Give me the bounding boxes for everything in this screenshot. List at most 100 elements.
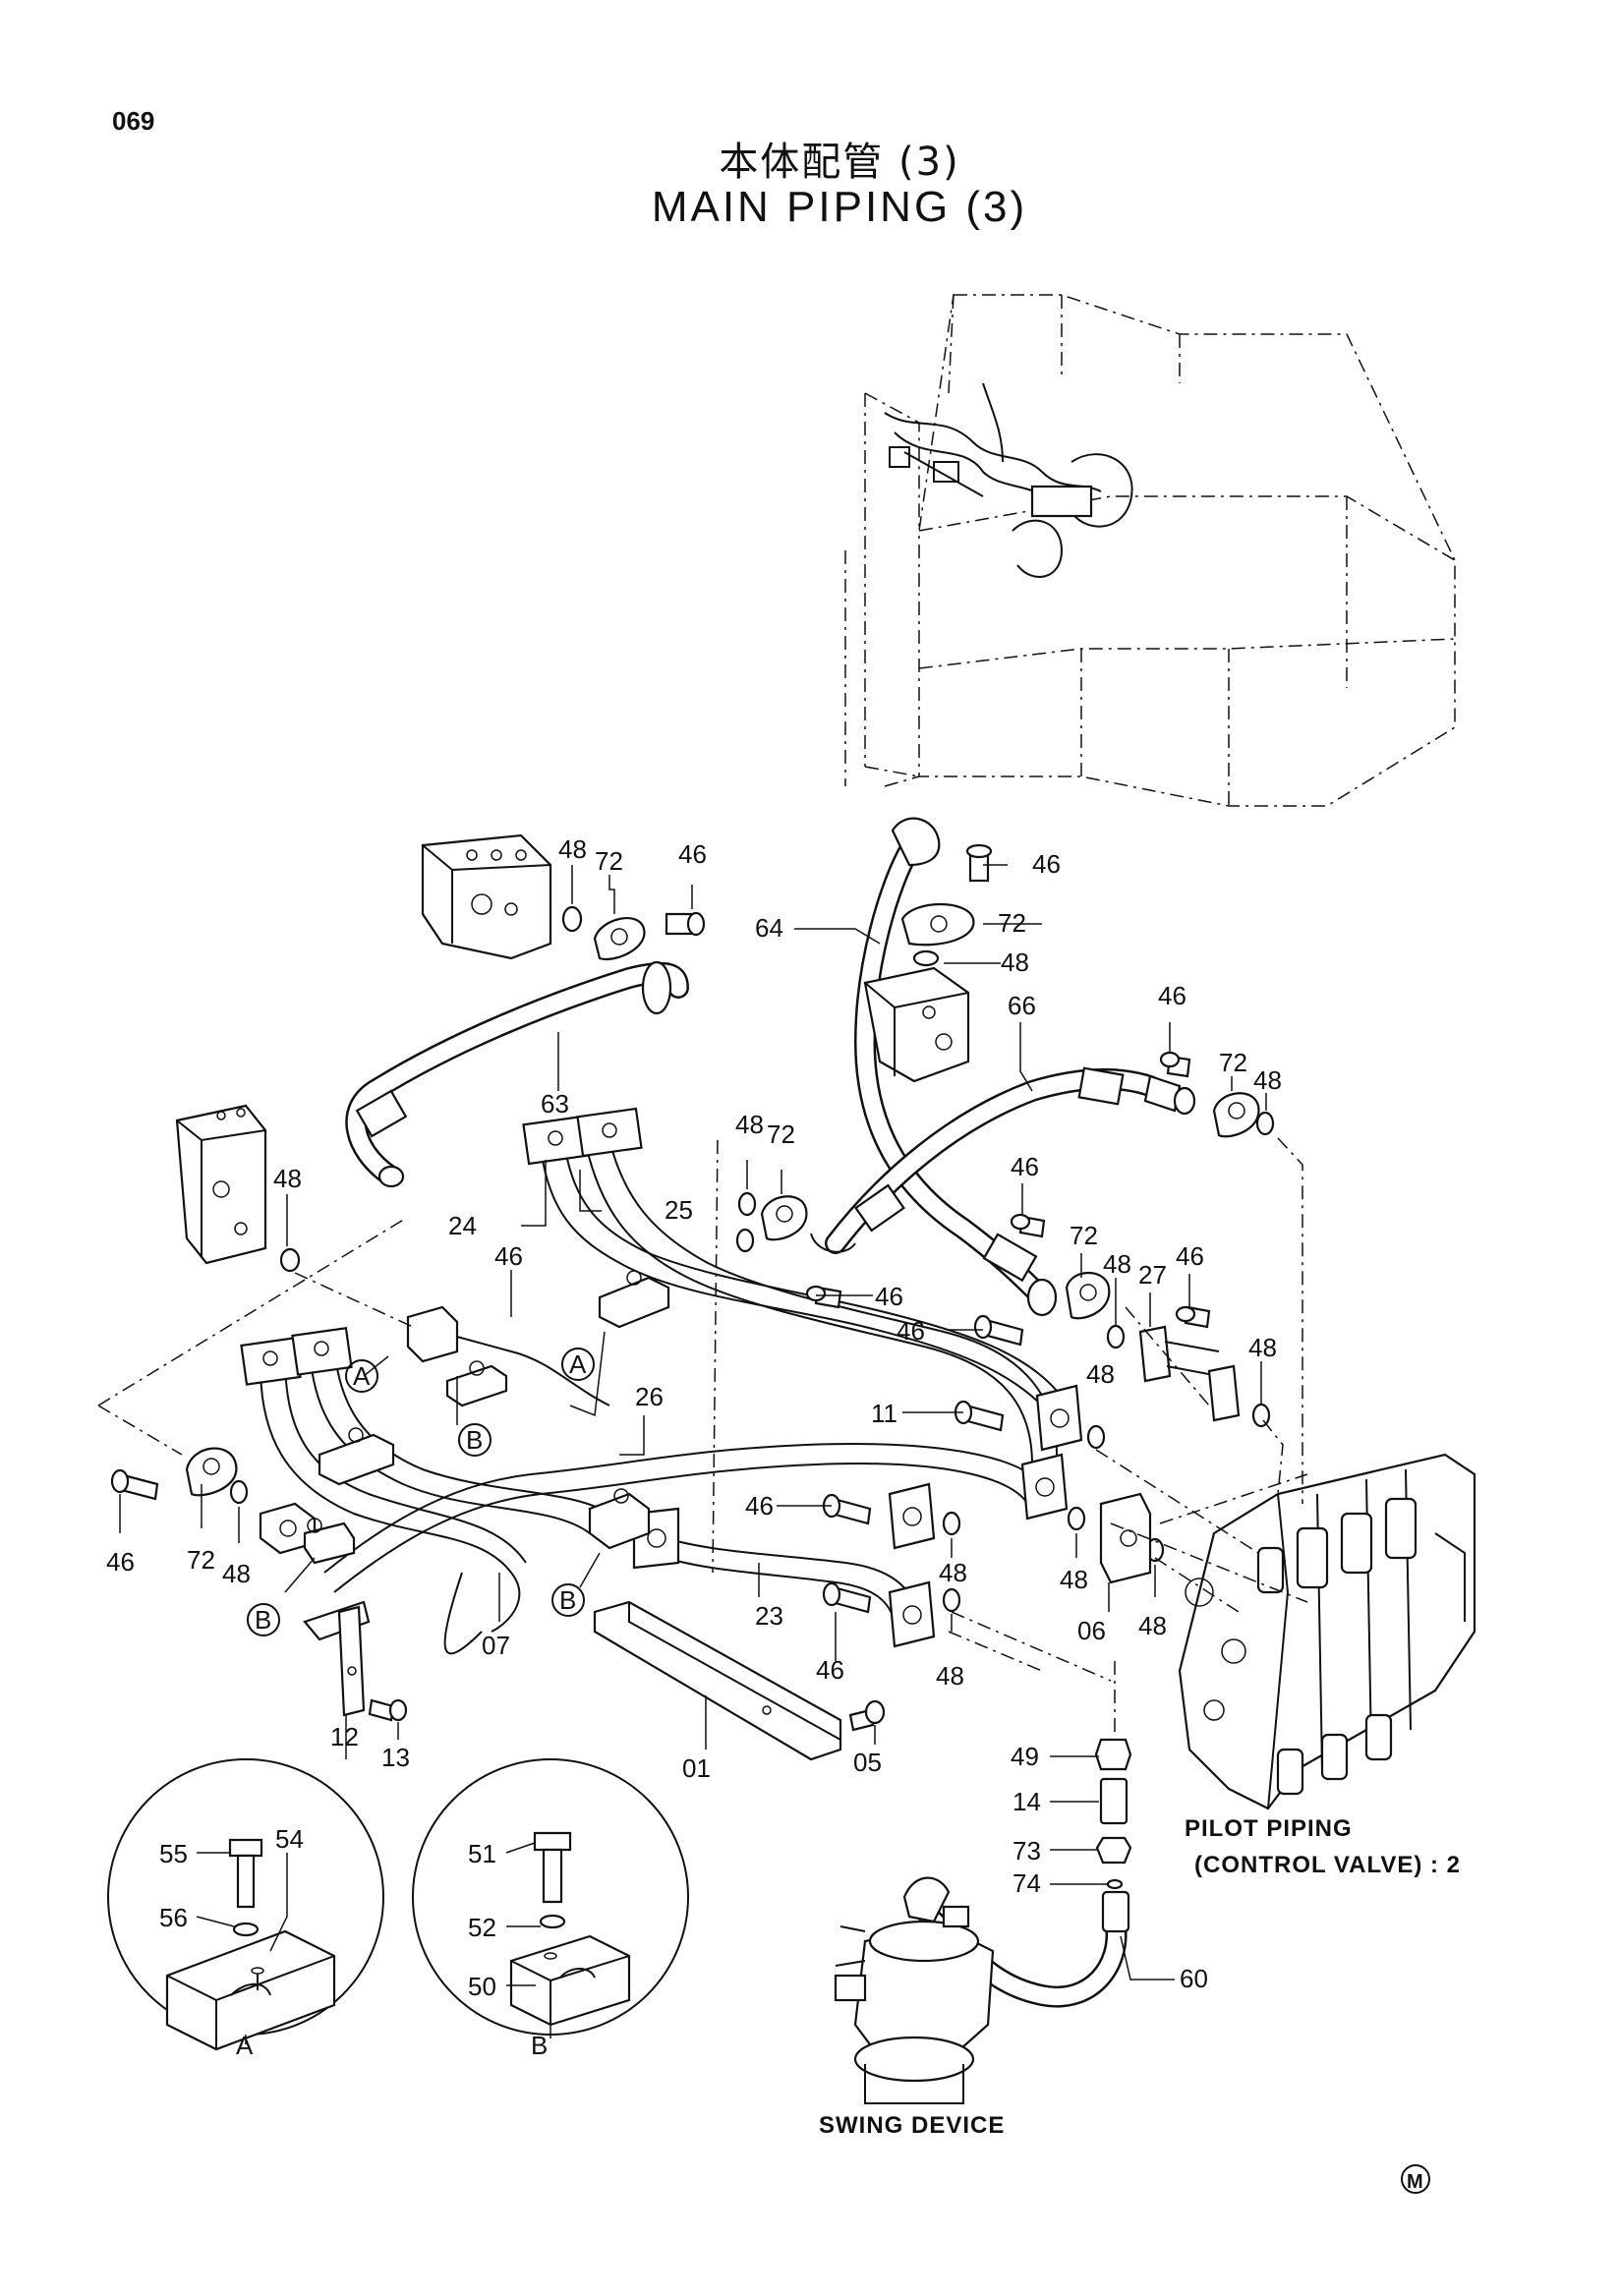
callout-11: 11 [871, 1399, 897, 1428]
callout-60: 60 [1180, 1964, 1208, 1993]
valve-block-center [863, 966, 970, 1083]
callout-48: 48 [735, 1110, 764, 1139]
page-number: 069 [112, 106, 155, 136]
callout-46: 46 [1176, 1241, 1204, 1271]
page-title-english: MAIN PIPING (3) [651, 183, 1028, 231]
callout-64: 64 [755, 913, 783, 943]
block-06 [1099, 1492, 1152, 1584]
callout-23: 23 [755, 1601, 783, 1631]
callout-54: 54 [275, 1824, 304, 1854]
flanges-right [737, 1051, 1275, 1349]
callout-46: 46 [875, 1282, 903, 1311]
pipe-23 [588, 1482, 936, 1648]
callout-46: 46 [816, 1655, 844, 1685]
callout-48: 48 [939, 1558, 967, 1587]
callout-06: 06 [1077, 1616, 1106, 1645]
callout-72: 72 [767, 1119, 795, 1149]
callout-55: 55 [159, 1839, 188, 1868]
note-control-valve: (CONTROL VALVE) : 2 [1194, 1852, 1461, 1878]
callout-27: 27 [1138, 1260, 1167, 1290]
callout-72: 72 [1219, 1048, 1247, 1077]
hose-64 [853, 817, 1058, 1317]
callout-48: 48 [1060, 1565, 1088, 1594]
callout-48: 48 [1086, 1359, 1115, 1389]
machine-body [844, 294, 1456, 807]
bolt [665, 911, 706, 937]
callout-48: 48 [222, 1559, 251, 1588]
valve-block-left [175, 1104, 267, 1265]
marker-b: B [551, 1583, 585, 1617]
callout-07: 07 [482, 1631, 510, 1660]
callout-72: 72 [1070, 1221, 1098, 1250]
page-title-japanese: 本体配管 (3) [719, 140, 960, 185]
callout-46: 46 [897, 1316, 925, 1346]
svg-text:A: A [353, 1361, 371, 1391]
callout-63: 63 [541, 1089, 569, 1119]
callout-14: 14 [1012, 1787, 1041, 1816]
callout-48: 48 [1253, 1065, 1282, 1095]
callout-46: 46 [745, 1491, 774, 1521]
callout-12: 12 [330, 1722, 359, 1751]
split-flange [593, 917, 646, 961]
callout-46: 46 [1011, 1152, 1039, 1181]
page-mark: M [1401, 2164, 1430, 2194]
callout-labels: 48 72 46 63 48 46 24 25 48 72 64 46 72 4… [106, 834, 1282, 2001]
marker-a: A [561, 1348, 595, 1381]
bracket-12 [303, 1600, 408, 1722]
callout-51: 51 [468, 1839, 496, 1868]
callout-74: 74 [1012, 1868, 1041, 1898]
marker-b: B [247, 1603, 280, 1636]
callout-46: 46 [1158, 981, 1186, 1010]
callout-56: 56 [159, 1903, 188, 1932]
flanges-center [822, 1314, 1083, 1614]
control-valve [1178, 1453, 1476, 1810]
pipe-assembly-07 [240, 1305, 610, 1655]
marker-b: B [458, 1423, 492, 1457]
detail-a [107, 1758, 384, 2051]
detail-b [412, 1758, 689, 2036]
callout-50: 50 [468, 1972, 496, 2001]
callout-01: 01 [682, 1753, 711, 1783]
callout-49: 49 [1011, 1742, 1039, 1771]
note-swing-device: SWING DEVICE [819, 2112, 1005, 2139]
hose-63 [345, 960, 689, 1188]
pipe-assembly-24-25 [522, 1107, 1058, 1465]
callout-48: 48 [1103, 1249, 1131, 1279]
callout-48: 48 [1138, 1611, 1167, 1640]
callout-46: 46 [1032, 849, 1061, 879]
callout-25: 25 [665, 1195, 693, 1225]
chain-lines [97, 1137, 1308, 2044]
callout-46: 46 [678, 839, 707, 869]
svg-text:B: B [255, 1605, 271, 1635]
detail-label-a: A [236, 2031, 254, 2060]
callout-52: 52 [468, 1913, 496, 1942]
callout-48: 48 [558, 834, 587, 864]
pipe-27 [1138, 1305, 1271, 1428]
callout-26: 26 [635, 1382, 664, 1411]
callout-48: 48 [273, 1164, 302, 1193]
support-01 [593, 1600, 886, 1761]
detail-label-b: B [531, 2031, 548, 2060]
valve-block-upper-left [421, 833, 552, 960]
svg-text:B: B [559, 1585, 576, 1615]
fittings-stack [1094, 1738, 1132, 1890]
callout-48: 48 [1248, 1333, 1277, 1362]
leader-lines [119, 864, 1267, 1986]
svg-text:M: M [1407, 2171, 1423, 2193]
callout-13: 13 [381, 1743, 410, 1772]
o-ring [279, 1247, 301, 1273]
marker-a: A [345, 1359, 378, 1393]
o-ring [561, 905, 583, 933]
hose-66 [810, 1066, 1196, 1254]
pipe-26 [323, 1443, 1048, 1593]
callout-48: 48 [936, 1661, 964, 1691]
callout-66: 66 [1008, 991, 1036, 1020]
callout-48: 48 [1001, 947, 1029, 977]
callout-72: 72 [595, 846, 623, 876]
swing-device [834, 1905, 995, 2104]
o-ring [912, 949, 940, 967]
flanges-lower-left [110, 1447, 356, 1565]
flange-top [900, 843, 993, 947]
note-pilot-piping: PILOT PIPING [1185, 1815, 1353, 1842]
